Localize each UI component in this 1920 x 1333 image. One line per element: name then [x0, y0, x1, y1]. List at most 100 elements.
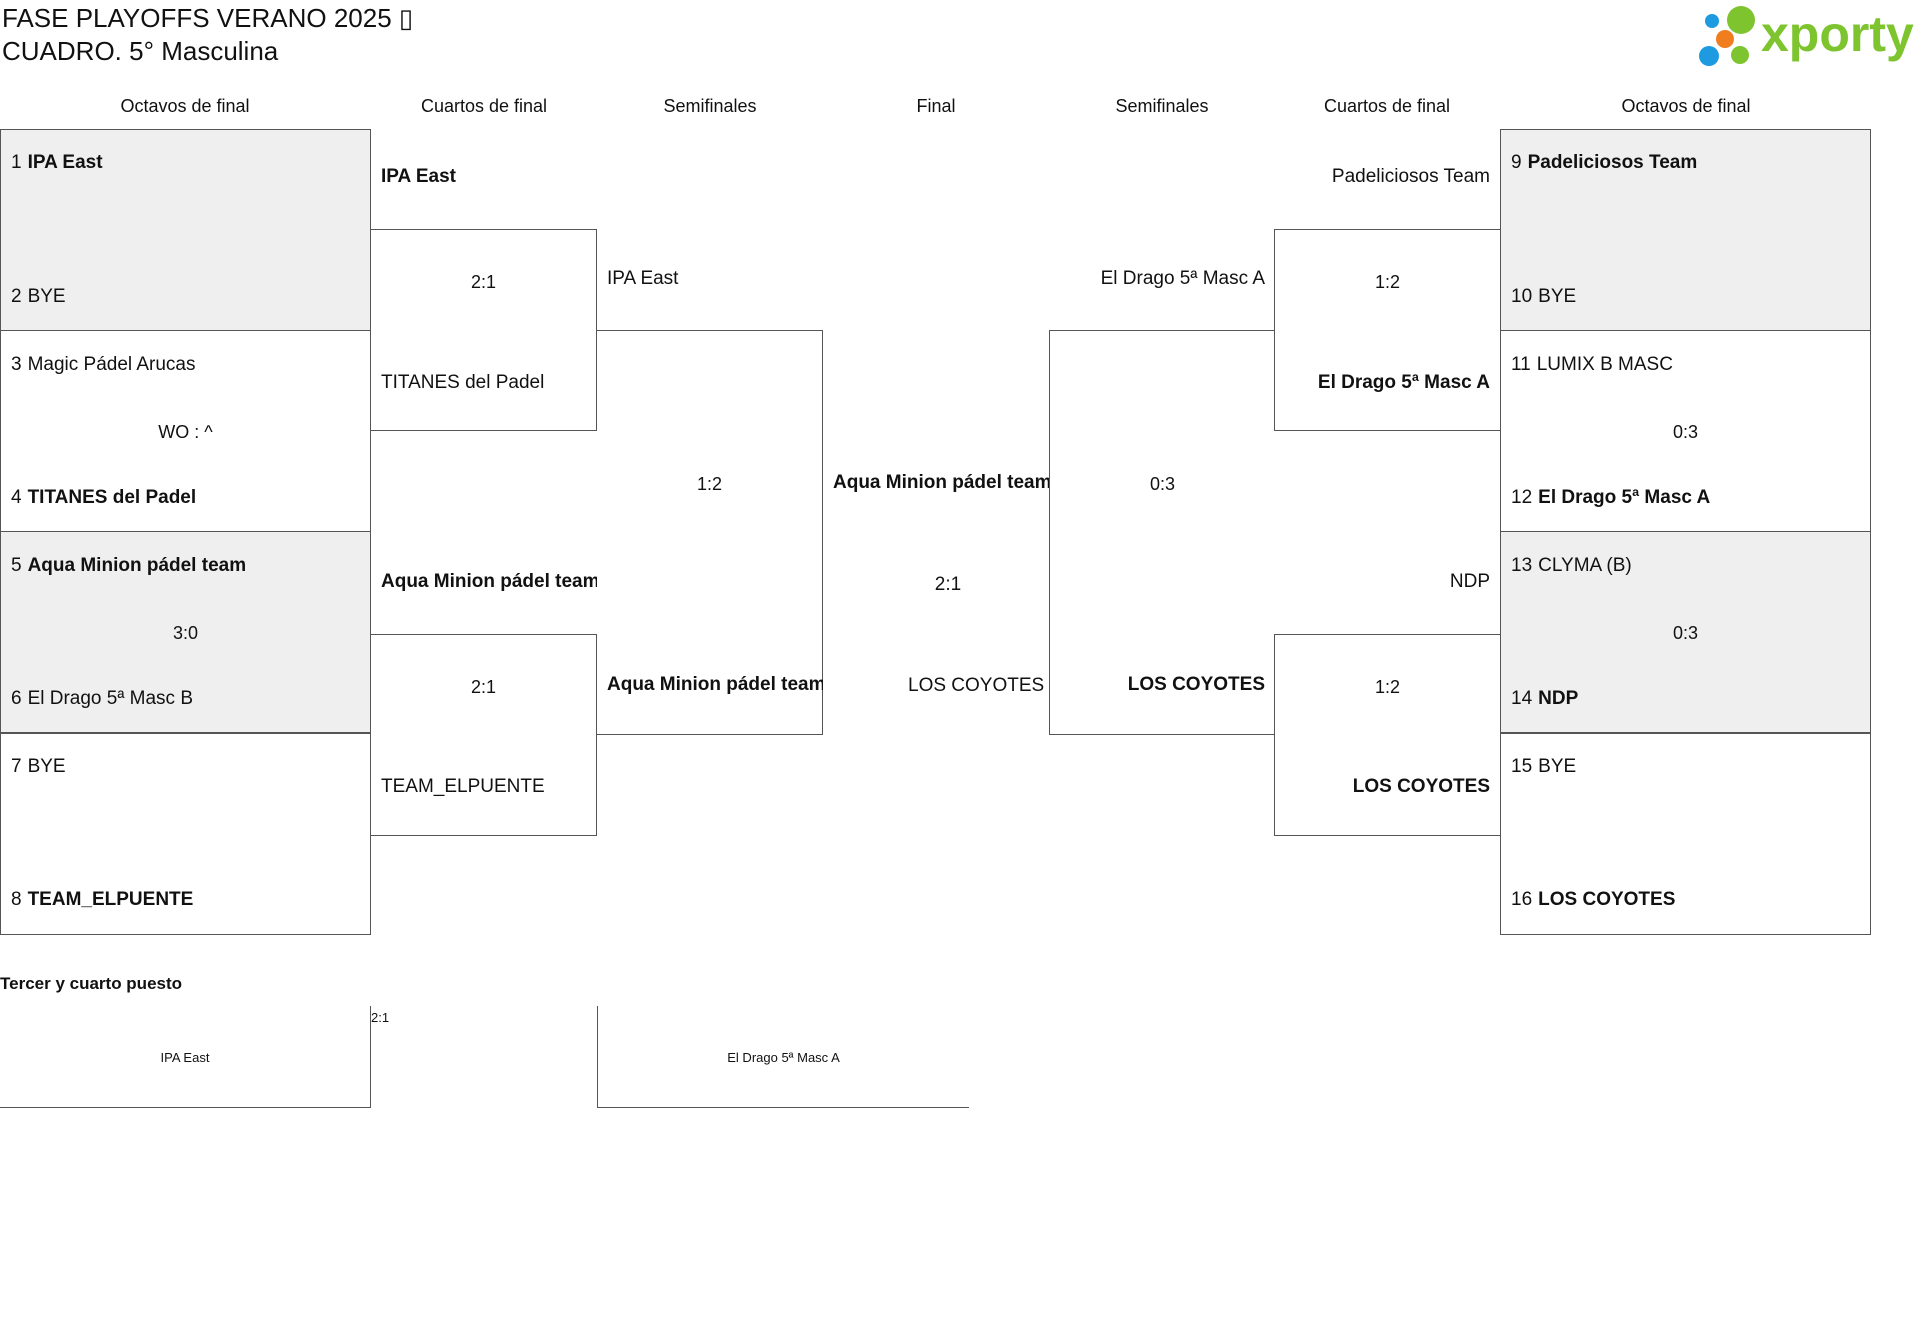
match-score: 0:3	[1149, 474, 1176, 494]
match-box-third-place-a[interactable]: IPA East	[0, 1006, 371, 1108]
sf-left-team-a: IPA East	[607, 268, 679, 289]
logo-dot-orange-icon	[1716, 30, 1734, 48]
team-name: BYE	[1538, 756, 1577, 777]
match-box-left-sf[interactable]: 1:2 Aqua Minion pádel team	[597, 330, 823, 735]
seed-number: 14	[1511, 688, 1533, 709]
logo-text: xporty	[1761, 6, 1914, 62]
seed-number: 11	[1511, 354, 1531, 375]
header-right-r16: Octavos de final	[1621, 96, 1751, 116]
seed-number: 16	[1511, 889, 1533, 910]
match-score: 1:2	[1374, 272, 1401, 292]
team-name: El Drago 5ª Masc B	[27, 688, 194, 709]
seed-number: 2	[11, 286, 22, 307]
match-box-left-qf-2[interactable]: 2:1 TEAM_ELPUENTE	[371, 634, 597, 836]
team-name: Aqua Minion pádel team	[27, 555, 247, 576]
team-name: BYE	[27, 756, 66, 777]
seed-number: 3	[11, 354, 22, 375]
seed-number: 15	[1511, 756, 1533, 777]
final-team-b: LOS COYOTES	[908, 675, 1045, 696]
seed-number: 10	[1511, 286, 1533, 307]
seed-number: 9	[1511, 152, 1522, 173]
header-final: Final	[916, 96, 956, 116]
logo-dot-green-small-icon	[1731, 46, 1749, 64]
third-place-team-b: El Drago 5ª Masc A	[727, 1050, 840, 1065]
xporty-logo: xporty	[1695, 4, 1920, 68]
match-box-left-qf-1[interactable]: 2:1 TITANES del Padel	[371, 229, 597, 431]
match-score: 2:1	[470, 272, 497, 292]
sf-left-team-b: Aqua Minion pádel team	[607, 674, 823, 695]
logo-dot-blue-icon	[1699, 46, 1719, 66]
sf-right-team-b: LOS COYOTES	[1127, 674, 1265, 695]
page-title: FASE PLAYOFFS VERANO 2025 ▯	[2, 3, 414, 33]
team-name: BYE	[27, 286, 66, 307]
header-left-r16: Octavos de final	[120, 96, 250, 116]
seed-number: 13	[1511, 555, 1533, 576]
logo-dot-green-icon	[1727, 6, 1755, 34]
third-place-team-a: IPA East	[160, 1050, 210, 1065]
final-team-a: Aqua Minion pádel team	[833, 472, 1049, 493]
qf-left-2-team-b: TEAM_ELPUENTE	[381, 776, 545, 797]
team-name: TITANES del Padel	[27, 487, 197, 508]
match-score: 0:3	[1672, 422, 1699, 442]
header-left-qf: Cuartos de final	[420, 96, 548, 116]
team-name: BYE	[1538, 286, 1577, 307]
header-right-sf: Semifinales	[1115, 96, 1209, 116]
match-score: 1:2	[1374, 677, 1401, 697]
qf-right-2-team-a: NDP	[1449, 571, 1490, 592]
match-score: 0:3	[1672, 623, 1699, 643]
third-place-label: Tercer y cuarto puesto	[0, 974, 183, 993]
third-place-score: 2:1	[371, 1010, 390, 1025]
team-name: NDP	[1538, 688, 1579, 709]
seed-number: 7	[11, 756, 22, 777]
qf-left-1-team-a: IPA East	[381, 166, 456, 187]
match-score: 3:0	[172, 623, 199, 643]
match-score: WO : ^	[158, 422, 213, 442]
match-box-right-qf-2[interactable]: 1:2 LOS COYOTES	[1274, 634, 1500, 836]
team-name: Padeliciosos Team	[1527, 152, 1698, 173]
page-subtitle: CUADRO. 5° Masculina	[2, 36, 279, 66]
seed-number: 4	[11, 487, 22, 508]
final-score: 2:1	[934, 574, 962, 595]
match-box-right-qf-1[interactable]: 1:2 El Drago 5ª Masc A	[1274, 229, 1500, 431]
team-name: LOS COYOTES	[1538, 889, 1676, 910]
match-box-right-sf[interactable]: 0:3 LOS COYOTES	[1049, 330, 1275, 735]
qf-left-1-team-b: TITANES del Padel	[381, 372, 545, 393]
seed-number: 6	[11, 688, 22, 709]
qf-right-2-team-b: LOS COYOTES	[1352, 776, 1490, 797]
match-score: 2:1	[470, 677, 497, 697]
qf-left-2-team-a: Aqua Minion pádel team	[381, 571, 597, 592]
logo-dot-blue-small-icon	[1705, 14, 1719, 28]
team-name: IPA East	[27, 152, 103, 173]
team-name: LUMIX B MASC	[1536, 354, 1673, 375]
qf-right-1-team-a: Padeliciosos Team	[1331, 166, 1490, 187]
header-left-sf: Semifinales	[663, 96, 757, 116]
seed-number: 1	[11, 152, 22, 173]
seed-number: 12	[1511, 487, 1533, 508]
team-name: Magic Pádel Arucas	[27, 354, 196, 375]
match-box-third-place-b[interactable]: El Drago 5ª Masc A	[597, 1006, 969, 1108]
qf-right-1-team-b: El Drago 5ª Masc A	[1317, 372, 1490, 393]
